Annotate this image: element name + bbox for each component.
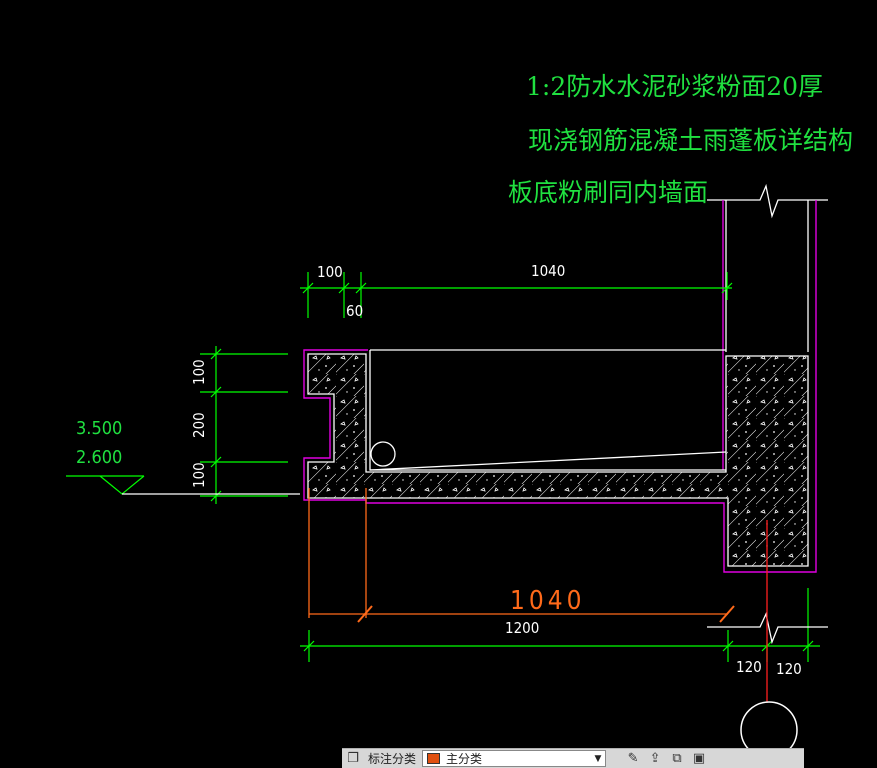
drain-pipe-circle bbox=[370, 441, 396, 467]
dim-bottom-1200: 1200 bbox=[505, 619, 539, 637]
dim-top-60: 60 bbox=[346, 302, 363, 320]
wall-break-top bbox=[707, 183, 828, 352]
canopy-slab-section bbox=[307, 353, 809, 567]
toolbar-label: 标注分类 bbox=[368, 752, 417, 766]
left-dimension-chain bbox=[200, 346, 288, 504]
top-dimension-chain bbox=[300, 272, 733, 318]
note-slab-bottom: 板底粉刷同内墙面 bbox=[508, 178, 708, 207]
dim-top-1040: 1040 bbox=[531, 262, 565, 280]
category-color-swatch bbox=[427, 753, 441, 764]
annotation-toolbar: ❐ 标注分类 主分类 ▼ ✎ ⇪ ⧉ ▣ bbox=[342, 748, 804, 768]
dim-left-100-bottom: 100 bbox=[190, 462, 208, 488]
elevation-lower: 2.600 bbox=[76, 447, 122, 468]
save-icon[interactable]: ▣ bbox=[692, 751, 706, 766]
category-select-value: 主分类 bbox=[446, 752, 483, 766]
note-cast-concrete: 现浇钢筋混凝土雨蓬板详结构 bbox=[528, 126, 853, 155]
category-select[interactable]: 主分类 ▼ bbox=[422, 750, 607, 767]
dim-left-200: 200 bbox=[190, 412, 208, 438]
elevation-upper: 3.500 bbox=[76, 418, 122, 439]
dim-bottom-120-right: 120 bbox=[776, 660, 802, 678]
dim-left-100-top: 100 bbox=[190, 359, 208, 385]
upload-icon[interactable]: ⇪ bbox=[649, 751, 661, 766]
dim-bottom-120-left: 120 bbox=[736, 658, 762, 676]
chevron-down-icon: ▼ bbox=[594, 753, 602, 764]
layers-icon[interactable]: ❐ bbox=[347, 751, 359, 766]
finish-layer-outline bbox=[303, 200, 817, 573]
orange-dimension bbox=[308, 488, 735, 623]
edit-icon[interactable]: ✎ bbox=[627, 751, 639, 766]
elevation-symbol bbox=[66, 475, 300, 495]
dim-orange-1040: 1040 bbox=[510, 586, 586, 616]
copy-icon[interactable]: ⧉ bbox=[672, 751, 682, 766]
slab-top-outline bbox=[369, 349, 727, 471]
bottom-dimension-chain bbox=[300, 588, 820, 662]
wall-break-bottom bbox=[707, 611, 828, 645]
dim-top-100: 100 bbox=[317, 263, 343, 281]
note-waterproof-mortar: 1:2防水水泥砂浆粉面20厚 bbox=[526, 72, 823, 101]
